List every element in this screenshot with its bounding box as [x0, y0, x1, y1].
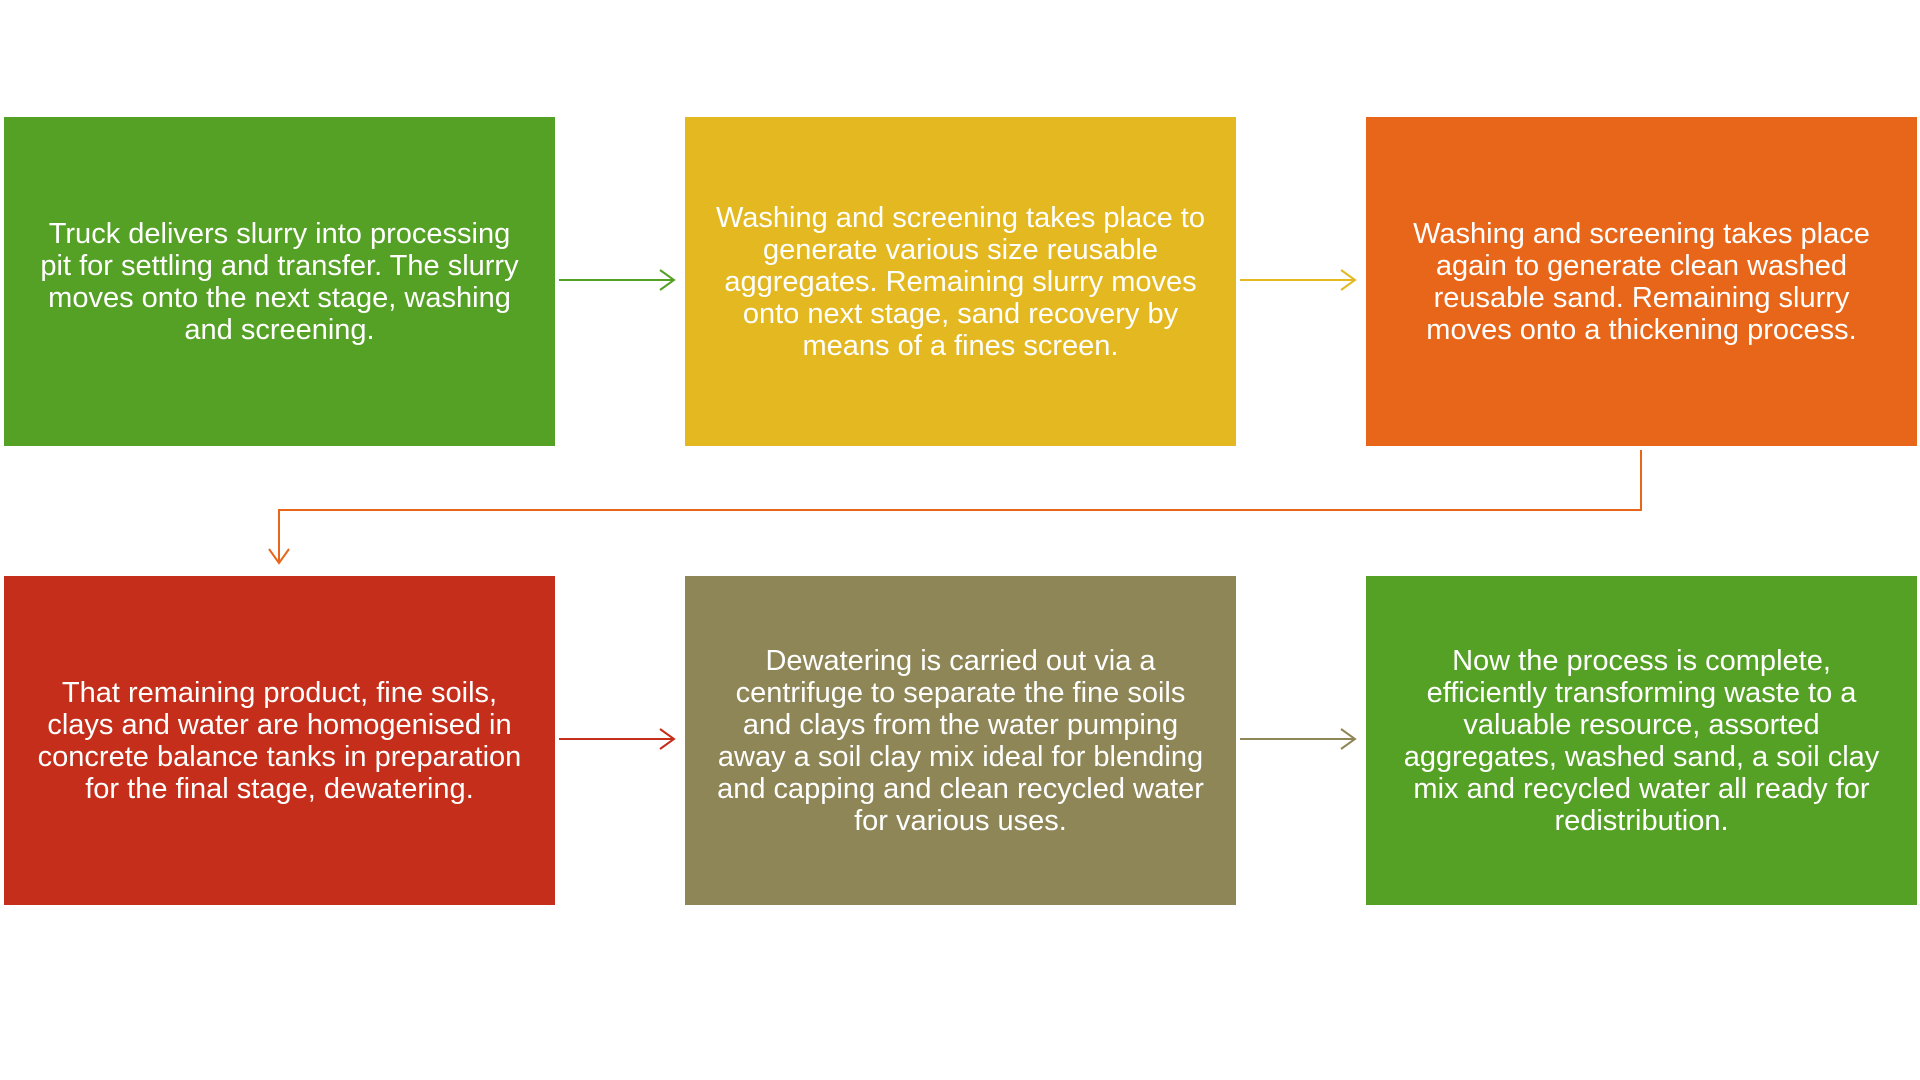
- step-2-box: Washing and screening takes place to gen…: [685, 117, 1236, 446]
- arrow-step-2-to-3: [1240, 269, 1357, 291]
- arrow-step-3-to-4: [268, 450, 1642, 565]
- step-1-box: Truck delivers slurry into processing pi…: [4, 117, 555, 446]
- step-4-box: That remaining product, fine soils, clay…: [4, 576, 555, 905]
- step-1-text: Truck delivers slurry into processing pi…: [40, 217, 519, 346]
- step-3-text: Washing and screening takes place again …: [1413, 217, 1870, 346]
- step-6-box: Now the process is complete, efficiently…: [1366, 576, 1917, 905]
- step-3-box: Washing and screening takes place again …: [1366, 117, 1917, 446]
- step-5-text: Dewatering is carried out via a centrifu…: [717, 644, 1204, 837]
- step-4-text: That remaining product, fine soils, clay…: [37, 676, 522, 805]
- step-2-text: Washing and screening takes place to gen…: [716, 201, 1205, 362]
- step-6-text: Now the process is complete, efficiently…: [1403, 644, 1880, 837]
- arrow-step-5-to-6: [1240, 728, 1357, 750]
- step-5-box: Dewatering is carried out via a centrifu…: [685, 576, 1236, 905]
- arrow-step-4-to-5: [559, 728, 676, 750]
- arrow-step-1-to-2: [559, 269, 676, 291]
